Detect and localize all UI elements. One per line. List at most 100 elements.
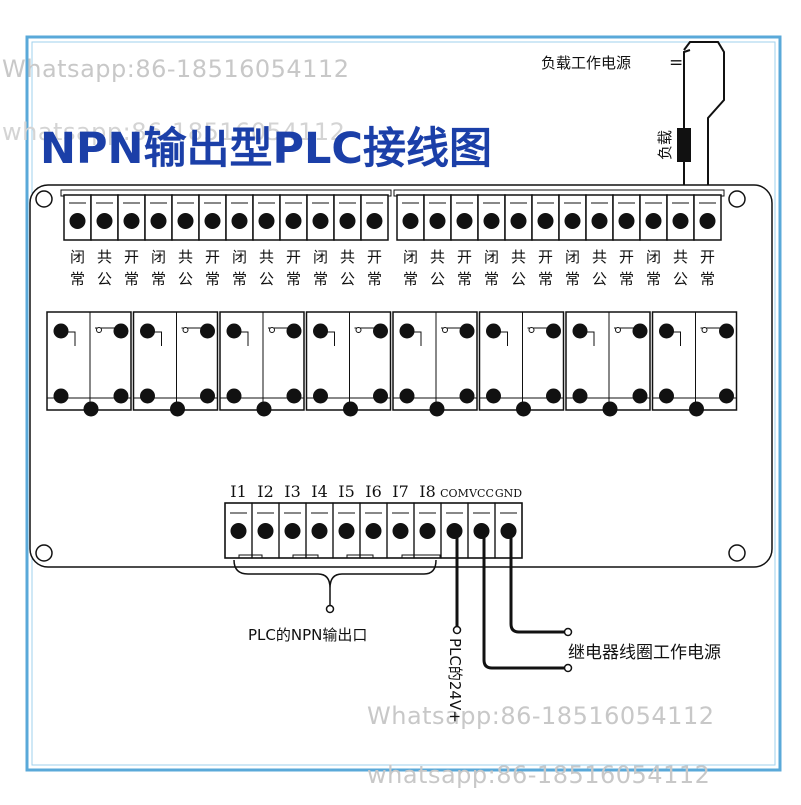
terminal-screw (537, 213, 554, 229)
relay-pin (53, 388, 69, 404)
mount-hole-tl (35, 190, 53, 208)
output-left-terminal (225, 194, 254, 241)
input-label: I3 (284, 482, 301, 501)
relay-pin (399, 388, 415, 404)
relay-pin (313, 388, 328, 404)
gnd-lead (509, 530, 565, 634)
relay-pin (486, 323, 501, 339)
vcc-lead (482, 530, 565, 670)
relay-pin (343, 401, 358, 417)
relay-pin (83, 401, 99, 417)
input-label: GND (495, 487, 522, 500)
relay-pin (313, 323, 328, 339)
watermark-3: Whatsapp:86-18516054112 (367, 702, 715, 730)
mount-hole-tr (728, 190, 746, 208)
relay-module (132, 311, 219, 417)
relay-pin (659, 388, 674, 404)
terminal-screw (564, 213, 581, 229)
load-label: 负载 (656, 130, 674, 160)
terminal-screw (402, 213, 419, 229)
terminal-label: 开常 (538, 248, 553, 288)
outer-frame (25, 35, 782, 772)
output-left-terminal (63, 194, 92, 241)
plc-24v-label: PLC的24V+ (446, 638, 464, 723)
input-terminal-screw (230, 523, 247, 539)
relay-pin (516, 401, 531, 417)
relay-pin (286, 388, 302, 404)
terminal-label: 开常 (286, 248, 301, 288)
terminal-label: 开常 (700, 248, 715, 288)
terminal-label: 开常 (619, 248, 634, 288)
relay-modules (46, 311, 738, 417)
terminal-screw (510, 213, 527, 229)
relay-pin (459, 388, 475, 404)
load-wires (683, 41, 725, 196)
relay-pin (399, 323, 415, 339)
input-terminal-screw (284, 523, 301, 539)
relay-pin (113, 323, 129, 339)
load-resistor (677, 128, 691, 162)
mounting-holes (35, 190, 746, 562)
load-power-label: 负载工作电源 (541, 54, 631, 72)
terminal-screw (312, 213, 329, 229)
output-terminal-block-right (393, 189, 725, 241)
output-left-terminal (333, 194, 362, 241)
terminal-label: 共公 (511, 248, 526, 288)
relay-pin (226, 388, 242, 404)
relay-module (478, 311, 565, 417)
relay-pin (546, 323, 561, 339)
output-left-terminal (279, 194, 308, 241)
input-label: I8 (419, 482, 436, 501)
relay-pin (572, 388, 588, 404)
relay-pin (200, 323, 215, 339)
relay-pin (572, 323, 588, 339)
terminal-screw (258, 213, 275, 229)
vcc-lead-end (563, 663, 573, 673)
coil-power-label: 继电器线圈工作电源 (568, 643, 721, 663)
input-label: I7 (392, 482, 409, 501)
terminal-label: 共公 (97, 248, 112, 288)
input-label: I1 (230, 482, 247, 501)
output-left-terminal (252, 194, 281, 241)
relay-contact-point (269, 327, 275, 333)
terminal-label: 闭常 (70, 248, 85, 288)
terminal-screw (339, 213, 356, 229)
output-right-terminal (558, 194, 587, 241)
relay-pin (429, 401, 445, 417)
relay-module (565, 311, 651, 417)
input-terminal-tab (346, 554, 374, 558)
relay-pin (689, 401, 704, 417)
output-terminal-labels: 闭常共公开常闭常共公开常闭常共公开常闭常共公开常闭常共公开常闭常共公开常闭常共公… (70, 248, 715, 288)
relay-module (651, 311, 738, 417)
output-right-terminal (477, 194, 506, 241)
relay-contact-point (355, 327, 362, 333)
output-right-terminal (666, 194, 695, 241)
terminal-screw (123, 213, 140, 229)
relay-contact-point (528, 327, 535, 333)
relay-module (219, 311, 305, 417)
terminal-screw (429, 213, 446, 229)
input-terminal-housing (494, 502, 523, 559)
output-right-terminal (639, 194, 668, 241)
relay-contact-point (442, 327, 448, 333)
terminal-screw (483, 213, 500, 229)
input-terminal-block (224, 502, 523, 559)
input-terminal-tab (292, 554, 319, 558)
input-terminal-screw (446, 523, 463, 539)
terminal-label: 共公 (430, 248, 445, 288)
relay-module (305, 311, 392, 417)
relay-pin (140, 323, 155, 339)
terminal-label: 开常 (367, 248, 382, 288)
terminal-label: 闭常 (403, 248, 418, 288)
output-left-terminal (90, 194, 119, 241)
output-right-terminal (585, 194, 614, 241)
relay-module (392, 311, 478, 417)
terminal-screw (96, 213, 113, 229)
terminal-label: 闭常 (646, 248, 661, 288)
output-right-terminal (396, 194, 425, 241)
power-leads (455, 530, 565, 670)
gnd-lead-end (563, 627, 573, 637)
plc-output-pointer-end (325, 604, 335, 614)
input-terminal-screw (419, 523, 436, 539)
